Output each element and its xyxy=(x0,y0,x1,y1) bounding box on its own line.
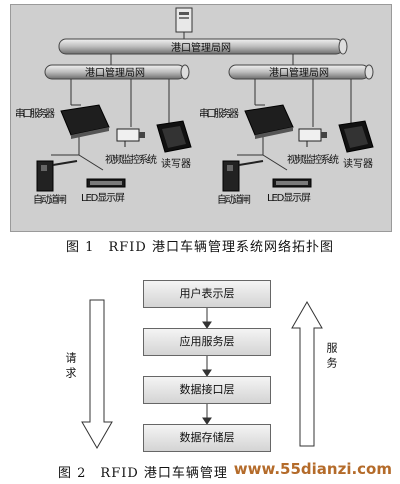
left-reader-label: 读写器 xyxy=(161,157,191,170)
right-led-icon xyxy=(272,178,312,188)
request-arrow xyxy=(81,299,113,450)
left-serial-server-label: 串口服务器 xyxy=(15,107,55,120)
right-serial-server-icon xyxy=(244,104,294,139)
figure2-caption: 图 2 RFID 港口车辆管理 www.55dianzi.com xyxy=(0,460,400,481)
left-camera-icon xyxy=(116,128,145,147)
layer-data-interface: 数据接口层 xyxy=(143,376,271,404)
service-arrow xyxy=(291,300,323,447)
request-label: 请求 xyxy=(64,352,77,382)
left-gate-label: 自动道闸 xyxy=(33,193,67,206)
left-led-label: LED显示屏 xyxy=(81,192,125,204)
right-video-label: 视频监控系统 xyxy=(287,153,339,166)
figure2-caption-text: 图 2 RFID 港口车辆管理 xyxy=(58,466,228,481)
right-subnet-pipe xyxy=(228,64,374,80)
right-reader-icon xyxy=(338,120,374,153)
right-subnet-label: 港口管理局网 xyxy=(269,66,329,79)
left-led-icon xyxy=(86,178,126,188)
left-connections xyxy=(51,79,170,171)
right-gate-icon xyxy=(222,160,264,192)
layer-data-storage: 数据存储层 xyxy=(143,424,271,452)
watermark-text: www.55dianzi.com xyxy=(233,460,392,478)
left-video-label: 视频监控系统 xyxy=(105,153,157,166)
right-gate-label: 自动道闸 xyxy=(217,193,251,206)
central-server-icon xyxy=(175,7,193,33)
left-subnet-label: 港口管理局网 xyxy=(85,66,145,79)
left-serial-server-icon xyxy=(60,104,110,139)
left-subnet-pipe xyxy=(44,64,190,80)
right-camera-icon xyxy=(298,128,327,147)
layer-user-presentation: 用户表示层 xyxy=(143,280,271,308)
layer-application-service: 应用服务层 xyxy=(143,328,271,356)
top-network-pipe xyxy=(58,38,348,55)
topology-drawing: 港口管理局网 港口管理局网 港口管理局网 串口服务器 视频监控系统 读写器 自动… xyxy=(15,7,374,206)
network-topology-figure: 港口管理局网 港口管理局网 港口管理局网 串口服务器 视频监控系统 读写器 自动… xyxy=(10,4,392,232)
top-network-label: 港口管理局网 xyxy=(171,41,231,54)
figure1-caption: 图 1 RFID 港口车辆管理系统网络拓扑图 xyxy=(66,240,334,255)
architecture-arrows xyxy=(81,299,323,450)
left-gate-icon xyxy=(36,160,78,192)
right-serial-server-label: 串口服务器 xyxy=(199,107,239,120)
right-led-label: LED显示屏 xyxy=(267,192,311,204)
left-reader-icon xyxy=(156,120,192,153)
service-label: 服务 xyxy=(325,342,338,372)
right-reader-label: 读写器 xyxy=(343,157,373,170)
